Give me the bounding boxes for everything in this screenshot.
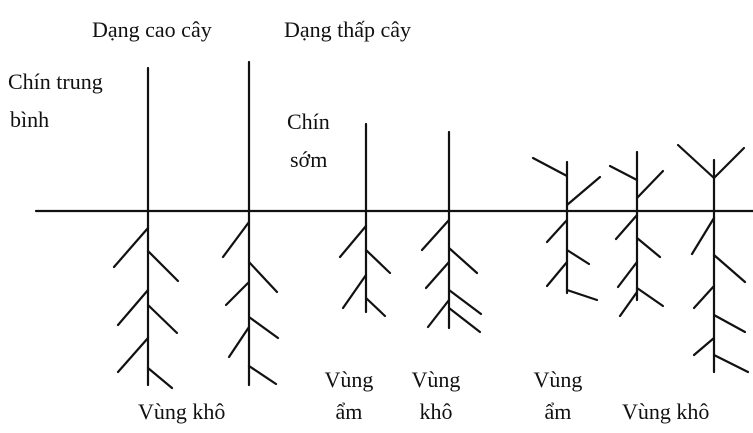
shoot-branch	[635, 169, 665, 200]
label-dry-zone-short-line2: khô	[419, 399, 453, 424]
label-medium-maturity-line2: bình	[10, 107, 50, 132]
root-branch	[616, 260, 639, 289]
root-branch	[635, 286, 665, 308]
label-dry-zone-short-line1: Vùng	[411, 367, 461, 392]
root-branch	[692, 284, 716, 310]
root-branch	[545, 260, 569, 288]
shoot-branch	[676, 143, 716, 180]
plant-tall-2	[221, 60, 280, 387]
root-branch	[712, 253, 747, 284]
label-early-maturity-line1: Chín	[287, 109, 330, 134]
root-branch	[692, 336, 716, 357]
shoot-branch	[531, 156, 569, 178]
plant-tall-1	[112, 66, 180, 390]
plant-short-2	[420, 130, 483, 334]
label-wet-zone-branched-line2: ẩm	[544, 399, 572, 424]
root-branch	[338, 224, 368, 259]
root-branch	[364, 296, 387, 318]
root-branch	[426, 298, 451, 329]
root-branch	[635, 236, 662, 259]
label-dry-zone-tall: Vùng khô	[138, 399, 226, 424]
label-medium-maturity-line1: Chín trung	[8, 69, 103, 94]
label-tall-form: Dạng cao cây	[92, 17, 212, 42]
root-branch	[424, 260, 451, 290]
root-branch	[712, 313, 747, 334]
root-branch	[364, 248, 392, 275]
root-branch	[116, 288, 150, 327]
label-early-maturity-line2: sớm	[290, 147, 328, 172]
root-branch	[247, 315, 280, 340]
root-branch	[447, 246, 479, 275]
root-branch	[146, 303, 179, 335]
root-branch	[116, 336, 150, 374]
label-short-form: Dạng thấp cây	[284, 17, 412, 42]
plant-short-1	[338, 122, 392, 318]
root-branch	[420, 218, 451, 252]
root-branch	[565, 248, 591, 266]
root-branch	[146, 249, 180, 283]
plant-branched-1	[531, 156, 602, 302]
shoot-branch	[608, 164, 639, 182]
label-dry-zone-branched: Vùng khô	[622, 399, 710, 424]
root-branch	[447, 288, 483, 316]
root-branch	[221, 220, 251, 259]
label-wet-zone-branched-line1: Vùng	[533, 367, 583, 392]
root-branch	[690, 216, 716, 256]
root-branch	[712, 353, 750, 374]
root-branch	[545, 218, 569, 244]
shoot-branch	[712, 146, 746, 180]
root-branch	[227, 325, 251, 359]
root-branch	[341, 273, 368, 310]
root-branch	[447, 306, 482, 334]
root-branch	[247, 260, 279, 294]
root-branch	[565, 288, 599, 302]
root-branch	[614, 213, 639, 241]
label-wet-zone-short-line1: Vùng	[324, 367, 374, 392]
root-branch	[146, 366, 174, 390]
shoot-branch	[565, 175, 602, 207]
plant-branched-2	[608, 150, 665, 318]
root-branch	[618, 290, 639, 318]
root-branch	[112, 226, 150, 269]
root-branch	[224, 280, 251, 307]
root-branch	[247, 364, 278, 386]
plant-branched-3	[676, 143, 750, 374]
label-wet-zone-short-line2: ẩm	[335, 399, 363, 424]
